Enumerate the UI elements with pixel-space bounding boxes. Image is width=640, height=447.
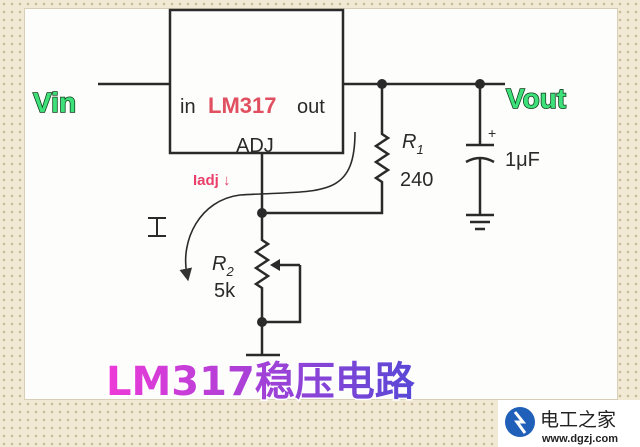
capacitor bbox=[465, 84, 495, 231]
lm317-ic-box bbox=[168, 8, 345, 155]
wiper-arrowhead bbox=[270, 259, 280, 271]
r2-wiper bbox=[262, 263, 302, 324]
junction bbox=[257, 208, 267, 218]
resistor-r2 bbox=[253, 213, 271, 355]
junction bbox=[377, 79, 387, 89]
junction bbox=[475, 79, 485, 89]
r1-value: 240 bbox=[400, 169, 433, 191]
logo-mark-icon: 电工之家 www.dgzj.com bbox=[505, 407, 618, 445]
logo-name: 电工之家 bbox=[540, 409, 616, 431]
ic-label: LM317 bbox=[208, 93, 276, 118]
junction bbox=[257, 317, 267, 327]
pin-in-label: in bbox=[180, 96, 196, 118]
vout-label: Vout bbox=[506, 83, 566, 114]
cap-plus: + bbox=[488, 125, 496, 141]
site-logo: 电工之家 www.dgzj.com bbox=[498, 400, 640, 447]
page-title: LM317稳压电路 bbox=[106, 359, 416, 405]
iadj-label: Iadj ↓ bbox=[193, 172, 231, 189]
resistor-r1 bbox=[262, 84, 391, 215]
r2-value: 5k bbox=[214, 280, 236, 302]
current-flow-arrow bbox=[179, 131, 356, 282]
pin-out-label: out bbox=[297, 96, 325, 118]
vin-label: Vin bbox=[33, 87, 76, 118]
logo-url: www.dgzj.com bbox=[541, 433, 618, 445]
pin-adj-label: ADJ bbox=[236, 135, 274, 157]
diagram-canvas bbox=[24, 8, 618, 400]
r2-name: R2 bbox=[212, 253, 234, 279]
current-symbol bbox=[148, 217, 166, 237]
r1-name: R1 bbox=[402, 131, 424, 157]
cap-value: 1μF bbox=[505, 149, 540, 171]
